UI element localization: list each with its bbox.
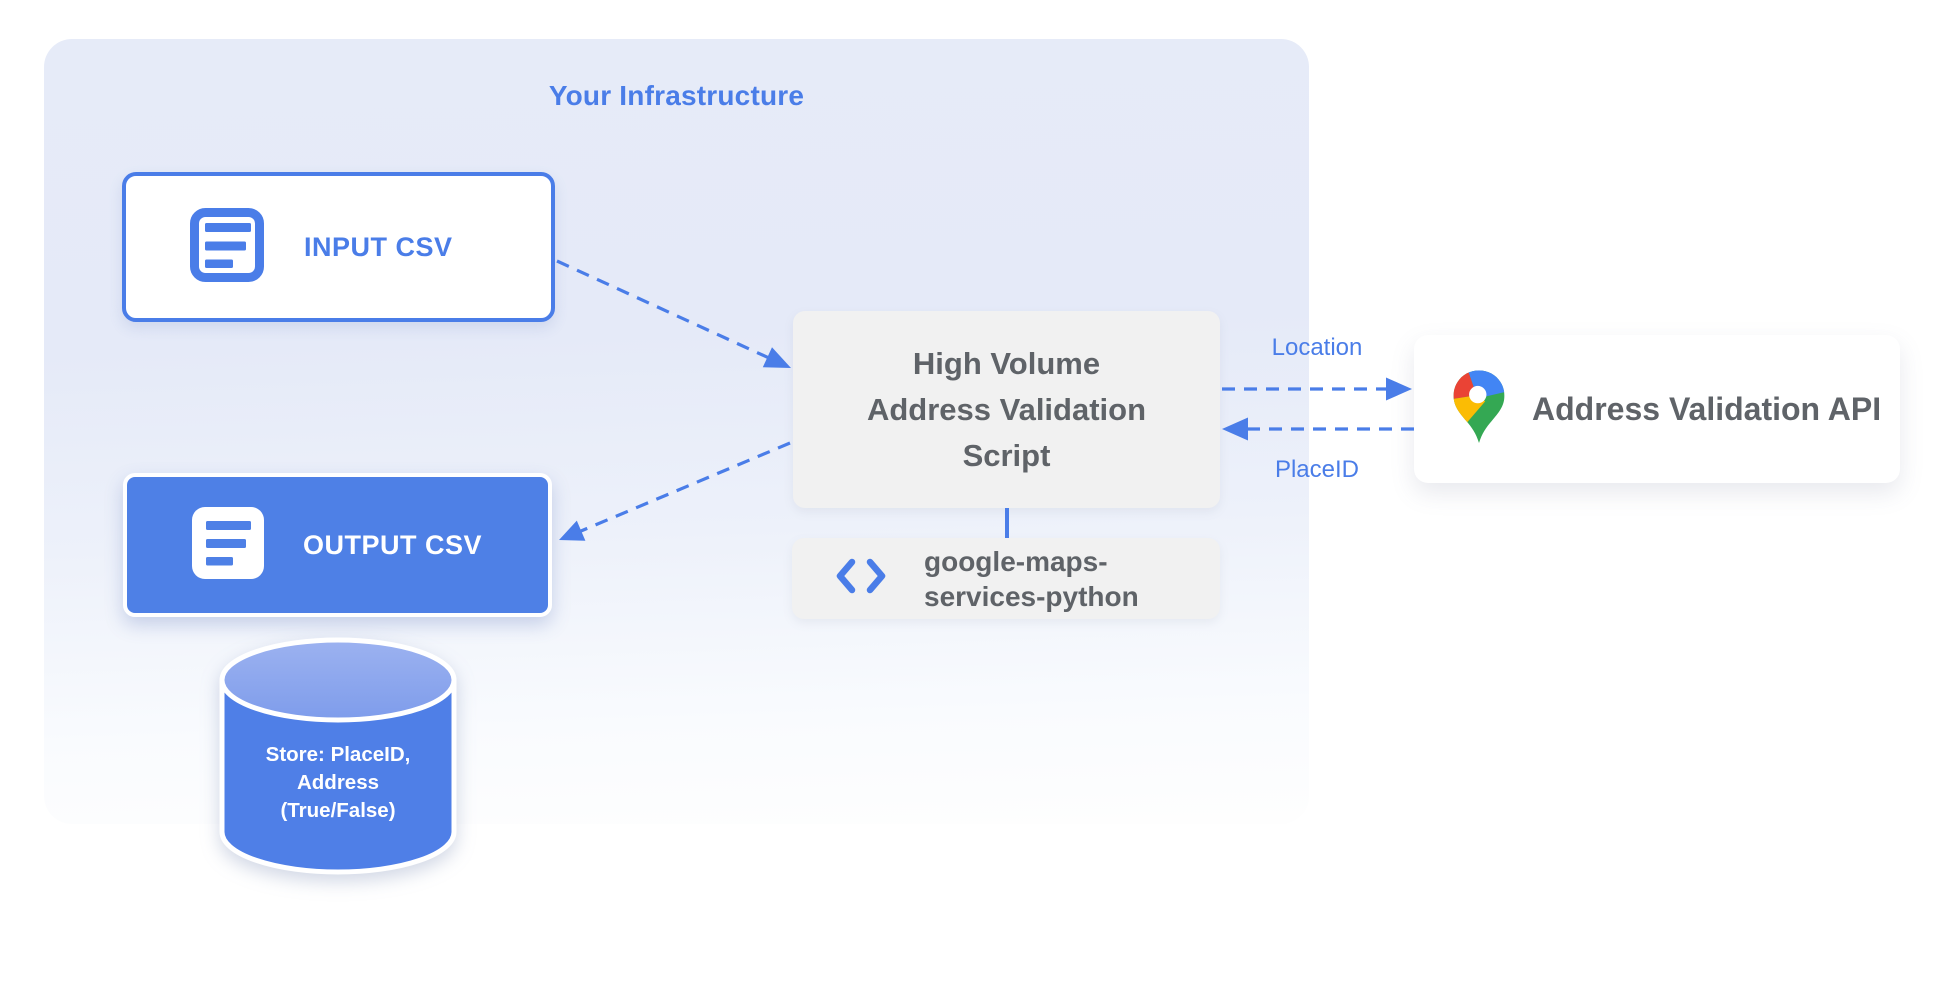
api-label: Address Validation API — [1532, 390, 1882, 427]
script-line-2: Address Validation — [866, 391, 1147, 427]
output-csv-node: OUTPUT CSV — [123, 473, 552, 617]
input-csv-label: INPUT CSV — [304, 231, 453, 262]
arrowhead-into-api — [1386, 377, 1412, 401]
datastore-cylinder — [217, 634, 459, 878]
script-line-1: High Volume — [912, 345, 1101, 381]
output-csv-label: OUTPUT CSV — [303, 529, 483, 560]
library-label: google-maps- services-python — [924, 544, 1139, 614]
library-node: google-maps- services-python — [792, 538, 1220, 619]
datastore-line-2: Address — [296, 771, 380, 794]
document-icon — [192, 506, 264, 584]
api-node: Address Validation API — [1414, 335, 1900, 483]
google-maps-pin-icon — [1448, 369, 1510, 450]
library-line-1: google-maps- — [924, 545, 1108, 577]
document-icon — [190, 207, 264, 287]
library-line-2: services-python — [924, 580, 1139, 612]
datastore-line-3: (True/False) — [280, 799, 396, 822]
infrastructure-title: Your Infrastructure — [548, 80, 805, 111]
script-label: High Volume Address Validation Script — [867, 341, 1146, 479]
datastore-label: Store: PlaceID, Address (True/False) — [217, 741, 459, 825]
edge-label-location: Location — [1271, 334, 1363, 361]
datastore-line-1: Store: PlaceID, — [265, 743, 411, 766]
code-icon — [835, 558, 887, 599]
input-csv-node: INPUT CSV — [122, 172, 555, 322]
script-line-3: Script — [962, 437, 1051, 473]
script-node: High Volume Address Validation Script — [793, 311, 1220, 508]
edge-label-placeid: PlaceID — [1274, 456, 1360, 483]
script-library-connector — [1005, 508, 1009, 539]
